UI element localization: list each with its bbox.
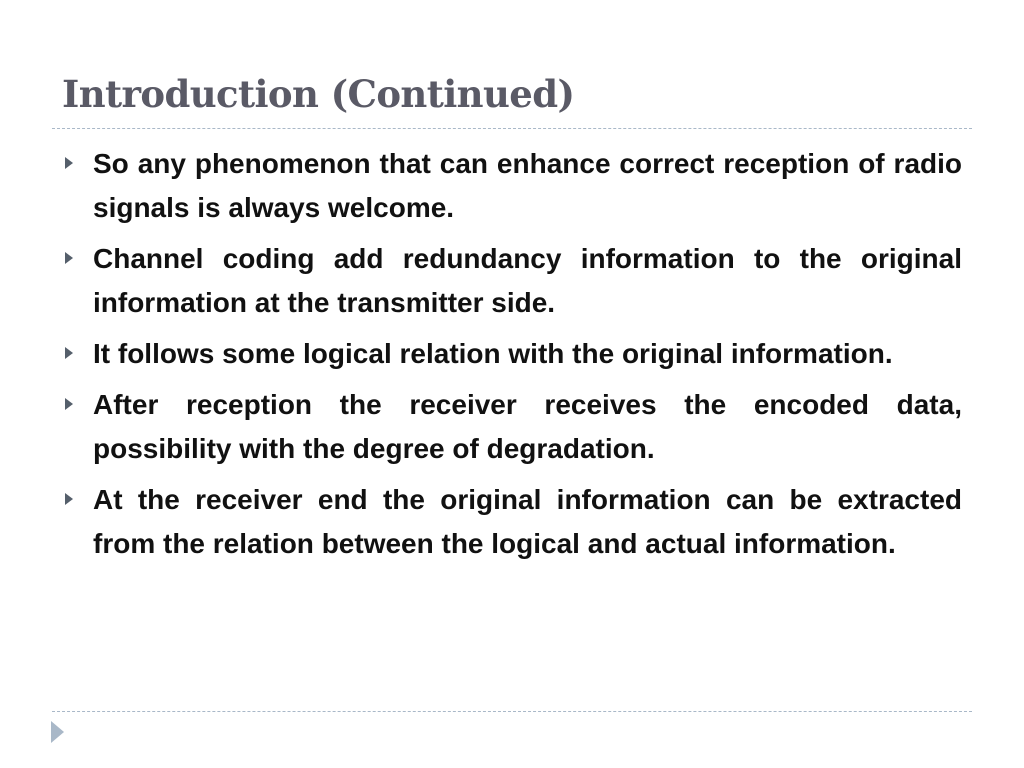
triangle-right-icon: [65, 157, 73, 169]
bullet-text: At the receiver end the original informa…: [93, 484, 962, 559]
bullet-text: After reception the receiver receives th…: [93, 389, 962, 464]
bullet-text: It follows some logical relation with th…: [93, 338, 893, 369]
bullet-item: After reception the receiver receives th…: [62, 383, 962, 471]
bullet-text: Channel coding add redundancy informatio…: [93, 243, 962, 318]
triangle-right-icon: [65, 347, 73, 359]
bullet-item: At the receiver end the original informa…: [62, 478, 962, 566]
bullet-list: So any phenomenon that can enhance corre…: [62, 142, 962, 573]
bullet-item: So any phenomenon that can enhance corre…: [62, 142, 962, 230]
bullet-item: It follows some logical relation with th…: [62, 332, 962, 376]
triangle-right-icon: [65, 252, 73, 264]
slide-title: Introduction (Continued): [62, 72, 575, 116]
triangle-right-icon: [65, 493, 73, 505]
footer-divider: [52, 711, 972, 712]
play-arrow-icon[interactable]: [51, 721, 64, 743]
bullet-text: So any phenomenon that can enhance corre…: [93, 148, 962, 223]
title-divider: [52, 128, 972, 129]
triangle-right-icon: [65, 398, 73, 410]
bullet-item: Channel coding add redundancy informatio…: [62, 237, 962, 325]
